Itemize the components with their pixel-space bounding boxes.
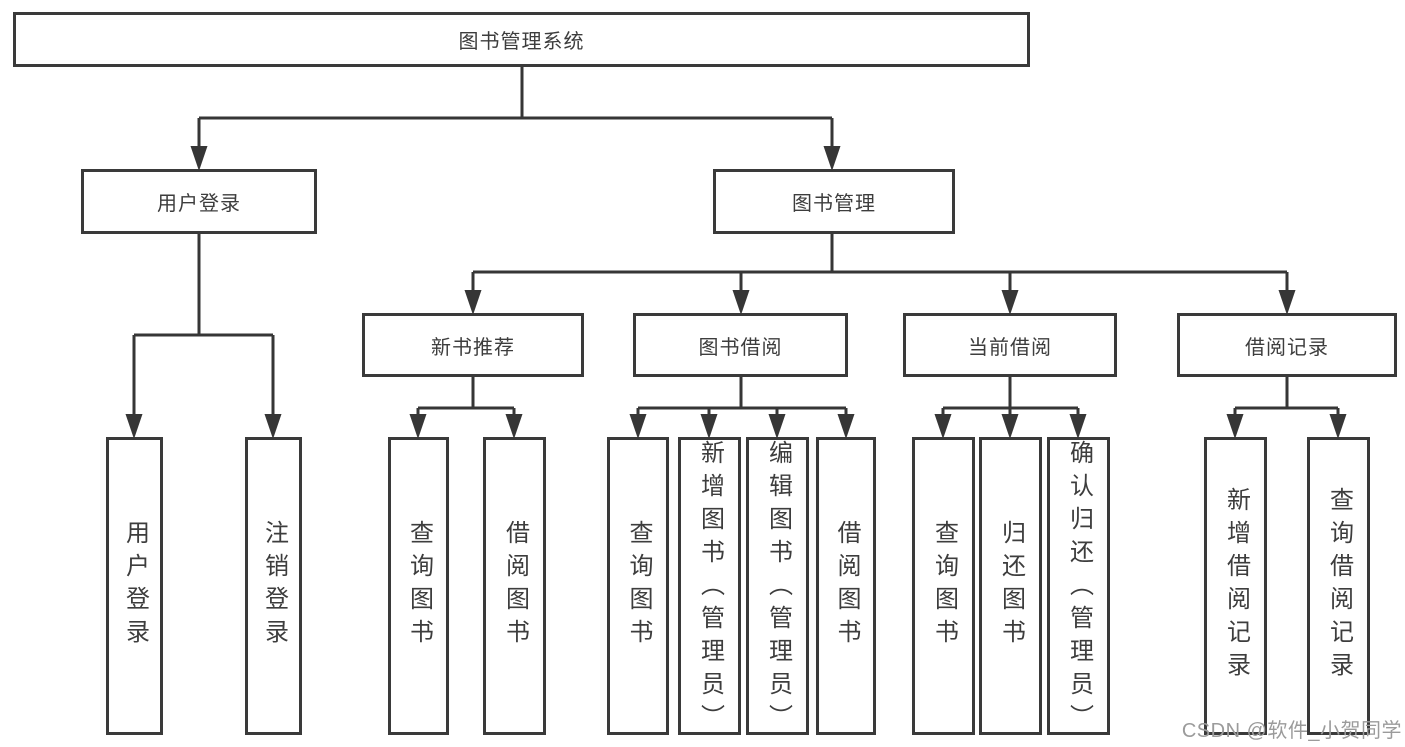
arrowhead: [464, 290, 482, 315]
arrowhead: [1329, 414, 1347, 439]
diagram-node-new-book-recommend: 新书推荐: [362, 313, 584, 377]
diagram-node-query-borrow-record: 查询借阅记录: [1307, 437, 1370, 735]
diagram-node-borrow-books-op: 借阅图书: [816, 437, 876, 735]
arrowhead: [732, 290, 750, 315]
arrowhead: [125, 414, 143, 439]
arrowhead: [264, 414, 282, 439]
arrowhead: [768, 414, 786, 439]
connector-line: [636, 377, 848, 418]
arrowhead: [409, 414, 427, 439]
connector-line: [1233, 377, 1340, 418]
arrowhead: [837, 414, 855, 439]
connector-line: [132, 234, 275, 418]
arrowhead: [700, 414, 718, 439]
diagram-node-add-books-admin: 新增图书（管理员）: [678, 437, 741, 737]
diagram-node-query-books-rec: 查询图书: [388, 437, 449, 735]
connector-line: [197, 67, 834, 150]
diagram-node-logout-op: 注销登录: [245, 437, 302, 735]
diagram-node-return-books: 归还图书: [979, 437, 1042, 735]
diagram-node-book-management: 图书管理: [713, 169, 955, 234]
arrowhead: [1226, 414, 1244, 439]
arrowhead: [1001, 290, 1019, 315]
diagram-node-query-books-borrow: 查询图书: [607, 437, 669, 735]
connector-line: [471, 234, 1289, 294]
arrowhead: [629, 414, 647, 439]
diagram-node-borrow-books-rec: 借阅图书: [483, 437, 546, 735]
arrowhead: [505, 414, 523, 439]
connector-line: [416, 377, 516, 418]
diagram-node-root: 图书管理系统: [13, 12, 1030, 67]
diagram-node-book-borrowing: 图书借阅: [633, 313, 848, 377]
arrowhead: [934, 414, 952, 439]
arrowhead: [1069, 414, 1087, 439]
arrowhead: [1278, 290, 1296, 315]
diagram-node-borrowing-records: 借阅记录: [1177, 313, 1397, 377]
arrowhead: [823, 146, 841, 171]
csdn-watermark: CSDN @软件_小贺同学: [1181, 720, 1402, 742]
diagram-node-query-books-cur: 查询图书: [912, 437, 975, 735]
diagram-node-current-borrowing: 当前借阅: [903, 313, 1117, 377]
diagram-node-login-op: 用户登录: [106, 437, 163, 735]
arrowhead: [190, 146, 208, 171]
diagram-node-confirm-return: 确认归还（管理员）: [1047, 437, 1110, 737]
diagram-node-add-borrow-record: 新增借阅记录: [1204, 437, 1267, 735]
arrowhead: [1001, 414, 1019, 439]
diagram-node-user-login: 用户登录: [81, 169, 317, 234]
connector-line: [941, 377, 1080, 418]
diagram-node-edit-books-admin: 编辑图书（管理员）: [746, 437, 809, 737]
